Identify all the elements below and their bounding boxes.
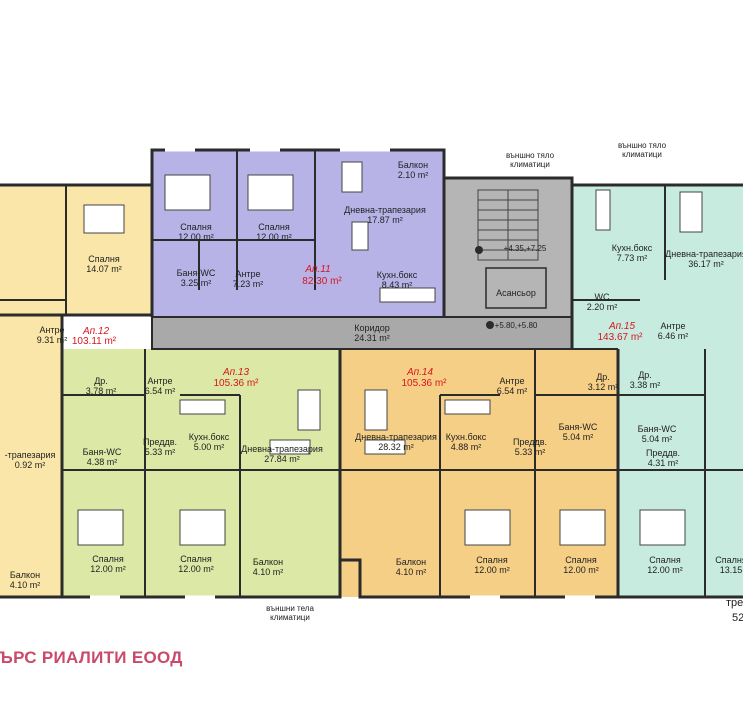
edge-text: 52: [732, 612, 743, 624]
apt11-area: 82.30 m²: [302, 276, 342, 287]
level-marker: +5.80,+5.80: [494, 321, 538, 330]
apt13-fill: [62, 349, 340, 597]
room-label: Преддв.5.33 m²: [512, 437, 548, 457]
apt12-fill-lower: [0, 315, 62, 597]
apt13-area: 105.36 m²: [213, 378, 259, 389]
apt12-area: 103.11 m²: [71, 336, 117, 347]
apt14-area: 105.36 m²: [401, 378, 447, 389]
apt13-name: Ап.13: [222, 367, 250, 378]
room-label: Преддв.5.33 m²: [142, 437, 178, 457]
corridor-fill: [152, 317, 572, 349]
apt12-fill: [0, 185, 152, 315]
apt15-fill-lower: [618, 349, 743, 597]
apt11-name: Ап.11: [305, 264, 331, 275]
room-label: Др.3.38 m²: [629, 370, 661, 390]
apt14-name: Ап.14: [406, 367, 434, 378]
room-label: Др.3.78 m²: [85, 376, 117, 396]
edge-text: тре: [726, 597, 743, 609]
lift-label: Асансьор: [496, 288, 536, 298]
company-name: ЪРС РИАЛИТИ ЕООД: [0, 648, 183, 667]
room-label: Др.3.12 m²: [587, 372, 619, 392]
apt12-name: Ап.12: [82, 326, 110, 337]
apt15-name: Ап.15: [608, 321, 636, 332]
apt15-area: 143.67 m²: [597, 332, 643, 343]
room-label: Преддв.4.31 m²: [645, 448, 681, 468]
level-marker: +4.35,+7.25: [503, 244, 547, 253]
room-label: Спалня13.15: [715, 555, 743, 575]
